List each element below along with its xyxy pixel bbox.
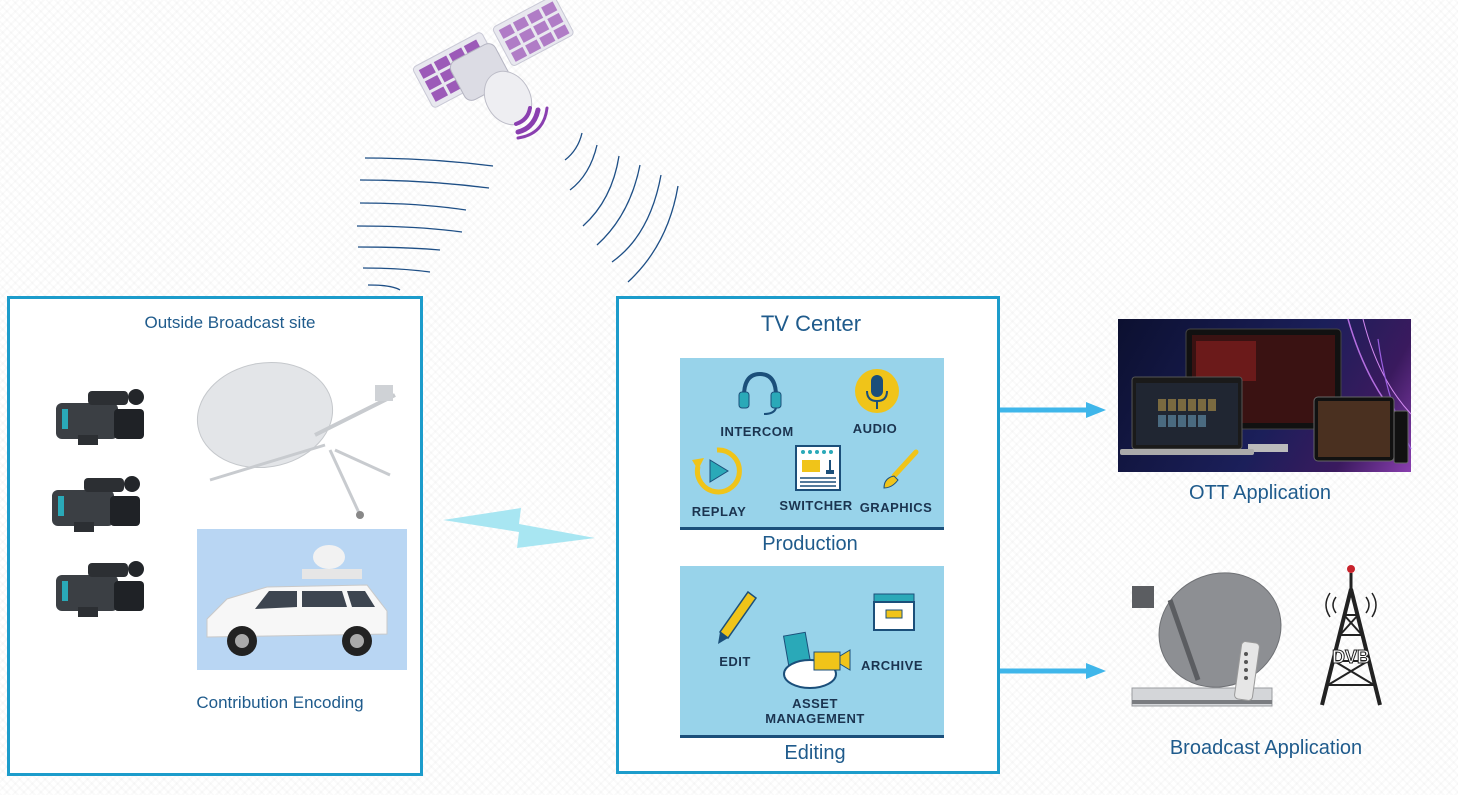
- arrow-to-ott: [1000, 402, 1106, 418]
- asset-management-icon: [782, 631, 851, 689]
- editing-label: Editing: [784, 742, 846, 764]
- graphics-label: GRAPHICS: [859, 500, 933, 515]
- tv-center-title: TV Center: [760, 311, 862, 336]
- archive-icon: [873, 593, 915, 631]
- contribution-encoding-caption: Contribution Encoding: [196, 693, 364, 712]
- outside-broadcast-title: Outside Broadcast site: [144, 313, 316, 332]
- satellite-dish-receiver-icon: [1131, 572, 1282, 707]
- camcorder-icon: [52, 476, 140, 532]
- sng-vehicle-icon: [206, 545, 388, 656]
- switcher-label: SWITCHER: [779, 498, 853, 513]
- replay-label: REPLAY: [691, 504, 747, 519]
- pencil-icon: [718, 590, 758, 644]
- microwave-link-icon: [443, 508, 595, 548]
- production-label: Production: [762, 533, 858, 555]
- edit-label: EDIT: [719, 654, 751, 669]
- intercom-label: INTERCOM: [720, 424, 794, 439]
- flyaway-dish-icon: [196, 361, 396, 519]
- dvb-tower-icon: DVB: [1320, 565, 1382, 706]
- management-label: MANAGEMENT: [765, 711, 865, 726]
- ott-application-label: OTT Application: [1189, 482, 1331, 504]
- camcorder-icon: [56, 561, 144, 617]
- switcher-icon: [795, 445, 841, 491]
- paintbrush-icon: [883, 449, 919, 489]
- audio-label: AUDIO: [852, 421, 898, 436]
- dvb-tower-text: DVB: [1332, 647, 1370, 667]
- archive-label: ARCHIVE: [860, 658, 923, 673]
- microphone-icon: [855, 369, 899, 413]
- replay-icon: [692, 447, 742, 495]
- headset-icon: [738, 371, 782, 415]
- ott-devices-icon: [1120, 318, 1412, 464]
- production-panel: [680, 358, 944, 530]
- broadcast-application-label: Broadcast Application: [1169, 737, 1363, 759]
- arrow-to-broadcast: [1000, 663, 1106, 679]
- camcorder-icon: [56, 389, 144, 445]
- asset-label: ASSET: [792, 696, 838, 711]
